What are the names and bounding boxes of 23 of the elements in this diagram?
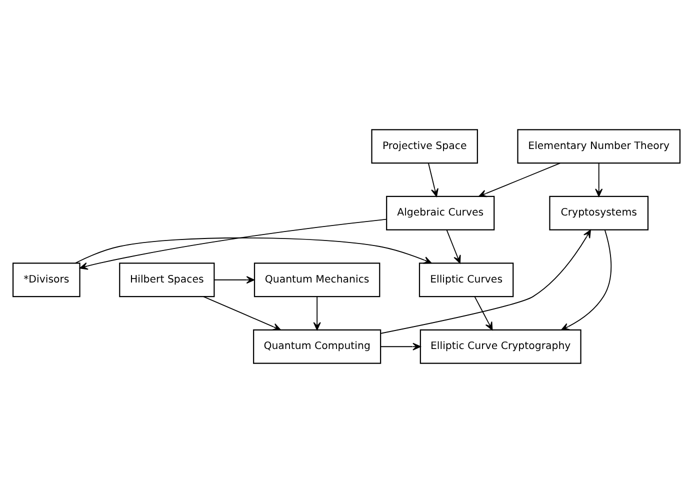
node-box: Cryptosystems	[549, 195, 649, 230]
arrow	[313, 296, 321, 330]
arrow	[203, 296, 281, 330]
node-box: *Divisors	[12, 262, 80, 297]
node-box: Elliptic Curves	[418, 262, 514, 297]
node-box: Hilbert Spaces	[119, 262, 215, 297]
arrow	[428, 162, 438, 196]
arrow	[595, 162, 603, 196]
node-box: Quantum Mechanics	[254, 262, 380, 297]
arrow	[80, 218, 387, 270]
arrow	[380, 229, 591, 334]
arrow	[380, 342, 421, 350]
node-box: Elementary Number Theory	[517, 128, 681, 164]
node-box: Elliptic Curve Cryptography	[420, 328, 582, 364]
node-box: Algebraic Curves	[386, 195, 495, 230]
arrow	[561, 229, 612, 330]
arrow	[75, 236, 432, 264]
node-box: Quantum Computing	[253, 328, 382, 364]
node-box: Projective Space	[371, 128, 478, 164]
arrow	[446, 229, 461, 264]
arrow	[214, 276, 255, 284]
arrow	[474, 296, 493, 330]
arrow	[478, 162, 561, 197]
